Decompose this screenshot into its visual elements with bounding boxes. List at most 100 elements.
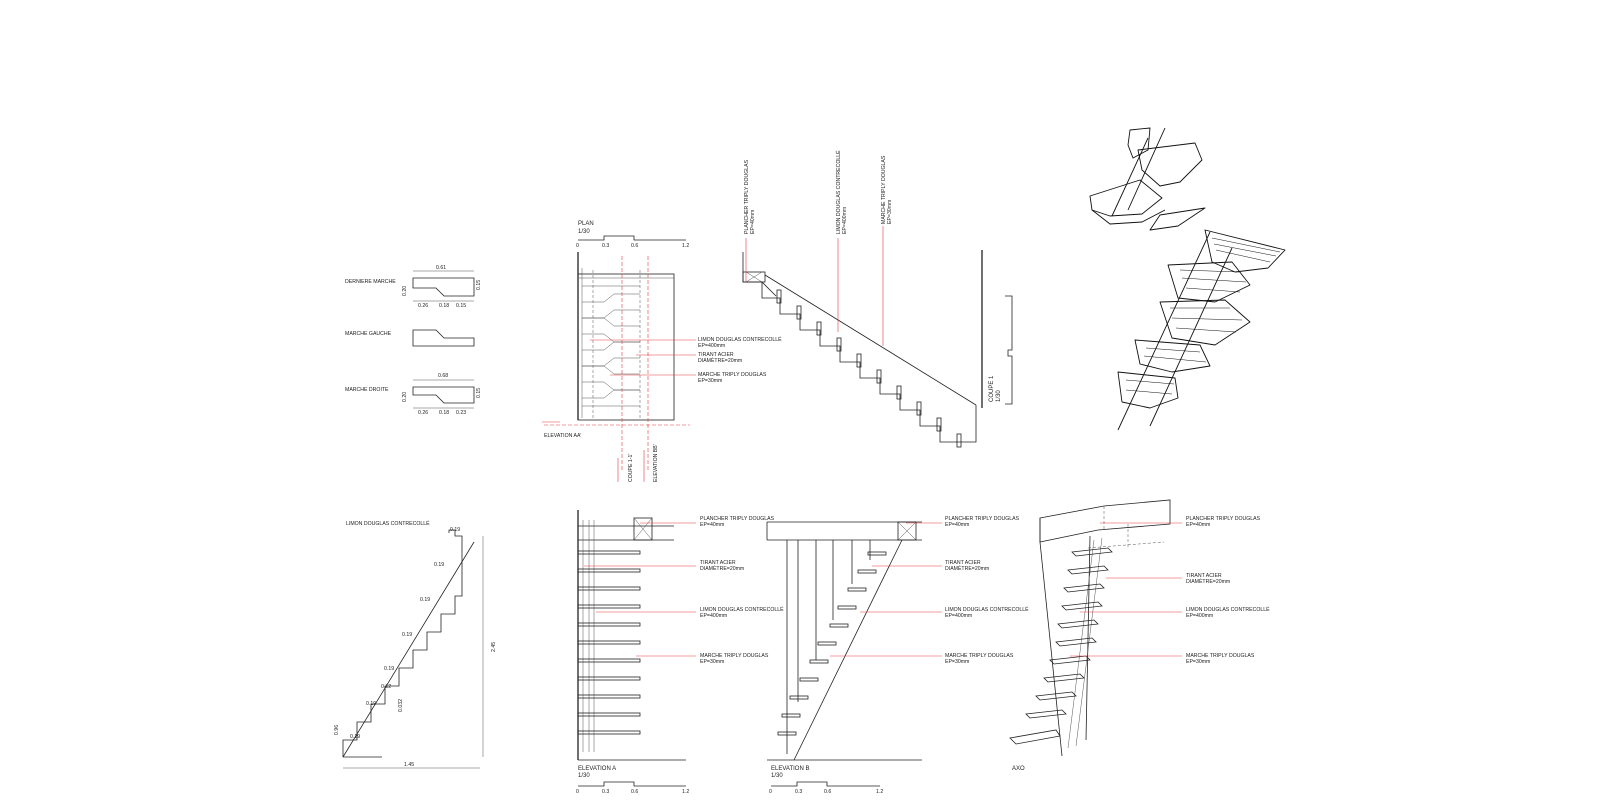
axo-callout-3-title: LIMON DOUGLAS CONTRECOLLÉ [1186, 606, 1270, 613]
coupe-tread [956, 433, 962, 448]
right-step-dim-3: 0.23 [456, 410, 466, 416]
elev-b-title: ELEVATION B [771, 766, 809, 772]
elev-b-scale-bar [771, 781, 880, 787]
stringer-dim-6: 0.19 [366, 701, 376, 707]
last-step-dim-1: 0.26 [418, 303, 428, 309]
elev-a-callout-3-sub: EP=400mm [700, 613, 727, 619]
coupe-tread [816, 321, 822, 336]
plan-scale-tick-3: 1.2 [682, 243, 689, 249]
left-step-label: MARCHE GAUCHE [345, 331, 392, 337]
elev-a-title: ELEVATION A [578, 766, 616, 772]
plan-callout-3-title: MARCHE TRIPLY DOUGLAS [698, 372, 767, 378]
right-step-left-dim: 0.20 [402, 392, 408, 402]
elev-a-scale-bar [578, 781, 686, 787]
stringer-title: LIMON DOUGLAS CONTRECOLLÉ [346, 520, 430, 527]
left-step-shape [412, 329, 475, 347]
right-step-top-dim: 0.68 [438, 373, 448, 379]
right-step-label: MARCHE DROITE [345, 387, 389, 393]
coupe-label-2-sub: EP=400mm [842, 207, 848, 234]
elev-a-scale-tick-0: 0 [576, 789, 579, 795]
elev-b-callout-4-title: MARCHE TRIPLY DOUGLAS [945, 653, 1014, 659]
elev-b-callout-1-title: PLANCHER TRIPLY DOUGLAS [945, 516, 1020, 522]
coupe-tread [936, 417, 942, 432]
elevation-b-view: PLANCHER TRIPLY DOUGLAS EP=40mm TIRANT A… [766, 516, 1029, 795]
stringer-dim-7: 0.19 [350, 734, 360, 740]
coupe-tread [836, 337, 842, 352]
plan-scale: 1/30 [578, 229, 590, 235]
last-step-dim-3: 0.15 [456, 303, 466, 309]
elev-a-scale-tick-2: 0.6 [631, 789, 638, 795]
last-step-right-dim: 0.15 [476, 280, 482, 290]
elevation-a-view: PLANCHER TRIPLY DOUGLAS EP=40mm TIRANT A… [576, 510, 784, 795]
plan-scale-tick-1: 0.3 [602, 243, 609, 249]
plan-callout-1-title: LIMON DOUGLAS CONTRECOLLÉ [698, 336, 782, 343]
plan-callout-1-sub: EP=400mm [698, 343, 725, 349]
elev-a-scale: 1/30 [578, 773, 590, 779]
stringer-small-dim-1: 0.12 [381, 684, 391, 690]
plan-callout-3-sub: EP=30mm [698, 378, 722, 384]
coupe-stringer-top [764, 274, 977, 406]
axo-callout-2-sub: DIAMÈTRE=20mm [1186, 578, 1230, 585]
stringer-base-dim: 1.45 [404, 762, 414, 768]
axo-callout-1-title: PLANCHER TRIPLY DOUGLAS [1186, 516, 1261, 522]
stringer-small-dim-2: 0.032 [398, 699, 404, 712]
axo-treads [1009, 547, 1113, 745]
coupe-tread [916, 401, 922, 416]
last-step-top-dim: 0.61 [436, 265, 446, 271]
stringer-slope [342, 541, 475, 758]
elev-a-callout-4-sub: EP=30mm [700, 659, 724, 665]
elev-b-scale: 1/30 [771, 773, 783, 779]
coupe-label-3-sub: EP=30mm [887, 200, 893, 224]
elev-a-callout-1-sub: EP=40mm [700, 522, 724, 528]
plan-view: PLAN 1/30 0 0.3 0.6 1.2 LIMON DOUGLAS [542, 221, 782, 482]
right-step-dim-2: 0.18 [439, 410, 449, 416]
axo-callout-4-sub: EP=30mm [1186, 659, 1210, 665]
elev-b-callout-1-sub: EP=40mm [945, 522, 969, 528]
elev-b-treads [777, 551, 887, 736]
elev-b-callout-2-title: TIRANT ACIER [945, 560, 981, 566]
elev-a-callout-2-title: TIRANT ACIER [700, 560, 736, 566]
coupe-label-1-sub: EP=40mm [750, 210, 756, 234]
elev-b-stringer [793, 539, 903, 761]
coupe-scale: 1/30 [996, 390, 1002, 402]
coupe-tread [896, 385, 902, 400]
last-step-dim-2: 0.18 [439, 303, 449, 309]
axo-callout-2-title: TIRANT ACIER [1186, 573, 1222, 579]
coupe-tread [776, 289, 782, 304]
coupe-label-2-title: LIMON DOUGLAS CONTRECOLLÉ [835, 150, 842, 234]
coupe-title: COUPE 1 [989, 375, 995, 402]
elev-a-callout-2-sub: DIAMÈTRE=20mm [700, 565, 744, 572]
stringer-detail: LIMON DOUGLAS CONTRECOLLÉ 1.45 2.45 0.96… [334, 520, 497, 769]
coupe-tread [796, 305, 802, 320]
stringer-dim-5: 0.19 [384, 666, 394, 672]
elevation-aa-label: ELEVATION AA' [544, 433, 581, 439]
elevation-bb-label: ELEVATION BB' [653, 444, 659, 482]
plan-steps [582, 285, 640, 407]
coupe-label-1-title: PLANCHER TRIPLY DOUGLAS [744, 159, 750, 234]
elev-b-callout-3-sub: EP=400mm [945, 613, 972, 619]
axo-callout-3-sub: EP=400mm [1186, 613, 1213, 619]
elev-a-scale-tick-3: 1.2 [682, 789, 689, 795]
stringer-dim-1: 0.19 [450, 527, 460, 533]
elev-a-treads [577, 550, 641, 735]
stringer-dim-4: 0.19 [402, 632, 412, 638]
plan-outline [577, 273, 675, 421]
axo-callout-1-sub: EP=40mm [1186, 522, 1210, 528]
coupe-label-3-title: MARCHE TRIPLY DOUGLAS [881, 155, 887, 224]
elev-b-scale-tick-2: 0.6 [824, 789, 831, 795]
right-step-right-dim: 0.15 [476, 388, 482, 398]
coupe-11-label: COUPE 1-1' [628, 454, 634, 482]
axo-title: AXO [1012, 766, 1025, 772]
stringer-left-dim: 0.96 [334, 725, 340, 735]
coupe-tread [856, 353, 862, 368]
plan-title: PLAN [578, 221, 594, 227]
stringer-profile [342, 529, 463, 757]
last-step-shape [412, 277, 475, 297]
coupe-scale-bar [1005, 295, 1013, 405]
coupe-stringer-steps [761, 282, 977, 443]
elev-a-callout-1-title: PLANCHER TRIPLY DOUGLAS [700, 516, 775, 522]
plan-scale-bar [578, 235, 686, 241]
plan-callout-2-title: TIRANT ACIER [698, 352, 734, 358]
last-step-left-dim: 0.20 [402, 286, 408, 296]
